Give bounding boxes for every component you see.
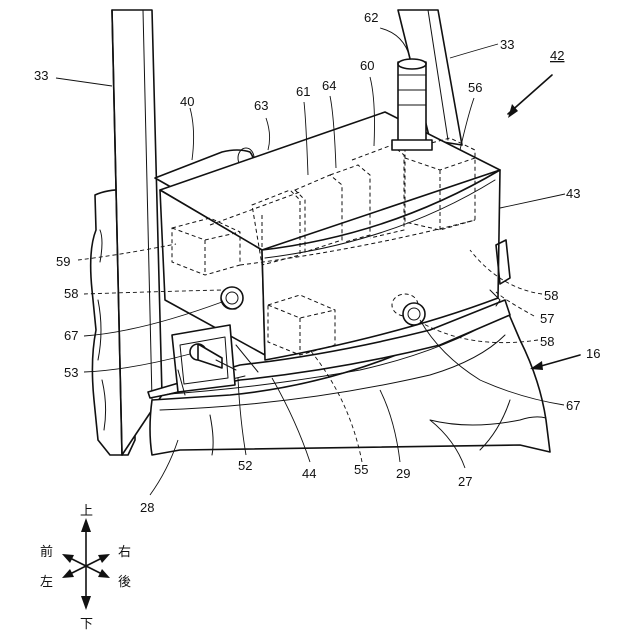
label-27: 27 (458, 474, 472, 489)
label-52: 52 (238, 458, 252, 473)
label-64: 64 (322, 78, 336, 93)
label-29: 29 (396, 466, 410, 481)
direction-left-label: 左 (40, 575, 53, 590)
label-53: 53 (64, 365, 78, 380)
label-58-right-lower: 58 (540, 334, 554, 349)
direction-indicator: 上 下 前 左 右 後 (40, 504, 131, 632)
label-57: 57 (540, 311, 554, 326)
label-60: 60 (360, 58, 374, 73)
arrow-down-icon (81, 596, 91, 610)
arrow-rear-icon (98, 569, 110, 578)
label-33-left: 33 (34, 68, 48, 83)
arrow-right-icon (98, 554, 110, 563)
label-28: 28 (140, 500, 154, 515)
label-44: 44 (302, 466, 316, 481)
direction-up-label: 上 (80, 504, 93, 519)
label-33-right: 33 (500, 37, 514, 52)
label-59: 59 (56, 254, 70, 269)
label-55: 55 (354, 462, 368, 477)
label-63: 63 (254, 98, 268, 113)
label-43: 43 (566, 186, 580, 201)
label-58-right-upper: 58 (544, 288, 558, 303)
label-42: 42 (550, 48, 564, 63)
arrow-42 (508, 75, 552, 118)
direction-rear-label: 後 (118, 575, 131, 590)
direction-front-label: 前 (40, 544, 53, 560)
arrow-left-icon (62, 569, 74, 578)
lamp (392, 59, 432, 150)
label-67-right: 67 (566, 398, 580, 413)
fastener-left (221, 287, 243, 309)
arrow-front-icon (62, 554, 74, 563)
direction-right-label: 右 (118, 545, 131, 560)
left-pillar (112, 10, 162, 455)
label-67-left: 67 (64, 328, 78, 343)
label-62: 62 (364, 10, 378, 25)
label-56: 56 (468, 80, 482, 95)
label-61: 61 (296, 84, 310, 99)
direction-down-label: 下 (80, 617, 93, 632)
label-16: 16 (586, 346, 600, 361)
arrow-16 (530, 355, 580, 370)
label-40: 40 (180, 94, 194, 109)
label-58-left: 58 (64, 286, 78, 301)
arrow-up-icon (81, 518, 91, 532)
